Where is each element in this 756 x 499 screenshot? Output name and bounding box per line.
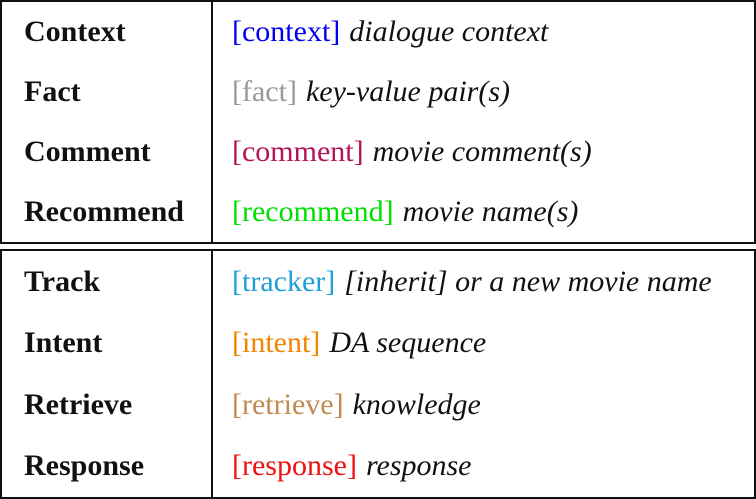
special-token: [context] [232, 15, 341, 48]
special-token: [fact] [232, 75, 297, 108]
row-label: Comment [24, 135, 151, 168]
row-label-cell: Recommend [2, 182, 213, 242]
special-token: [comment] [232, 135, 364, 168]
row-label-cell: Response [2, 435, 213, 497]
row-value-cell: [intent] DA sequence [213, 313, 754, 375]
row-value-cell: [response] response [213, 436, 754, 498]
special-token: [recommend] [232, 195, 394, 228]
row-label: Context [24, 15, 126, 48]
token-description: movie comment(s) [372, 135, 592, 168]
row-value-cell: [comment] movie comment(s) [213, 122, 754, 182]
row-value-cell: [fact] key-value pair(s) [213, 62, 754, 122]
special-token: [response] [232, 449, 357, 483]
row-value-cell: [retrieve] knowledge [213, 374, 754, 436]
token-description: knowledge [352, 387, 481, 421]
row-label: Intent [24, 326, 103, 360]
row-label: Track [24, 264, 101, 298]
row-label-cell: Retrieve [2, 374, 213, 436]
row-label: Recommend [24, 195, 184, 228]
row-label-cell: Intent [2, 312, 213, 374]
special-token: [tracker] [232, 264, 336, 298]
token-description: dialogue context [349, 15, 549, 48]
token-description: response [365, 449, 472, 483]
row-label-cell: Track [2, 251, 213, 313]
table-section-inputs: Context [context] dialogue context Fact … [0, 0, 756, 244]
section-divider-gap [0, 244, 756, 249]
row-value-cell: [tracker] [inherit] or a new movie name [213, 251, 754, 313]
token-description: DA sequence [329, 326, 487, 360]
row-value-cell: [recommend] movie name(s) [213, 182, 754, 242]
table-section-outputs: Track [tracker] [inherit] or a new movie… [0, 249, 756, 499]
row-value-cell: [context] dialogue context [213, 2, 754, 62]
special-token: [intent] [232, 326, 321, 360]
row-label-cell: Context [2, 2, 213, 62]
token-description: movie name(s) [402, 195, 579, 228]
row-label-cell: Fact [2, 62, 213, 122]
token-description: [inherit] or a new movie name [344, 264, 712, 298]
token-description: key-value pair(s) [305, 75, 511, 108]
row-label-cell: Comment [2, 122, 213, 182]
row-label: Response [24, 449, 145, 483]
row-label: Fact [24, 75, 81, 108]
special-token: [retrieve] [232, 387, 344, 421]
row-label: Retrieve [24, 387, 133, 421]
